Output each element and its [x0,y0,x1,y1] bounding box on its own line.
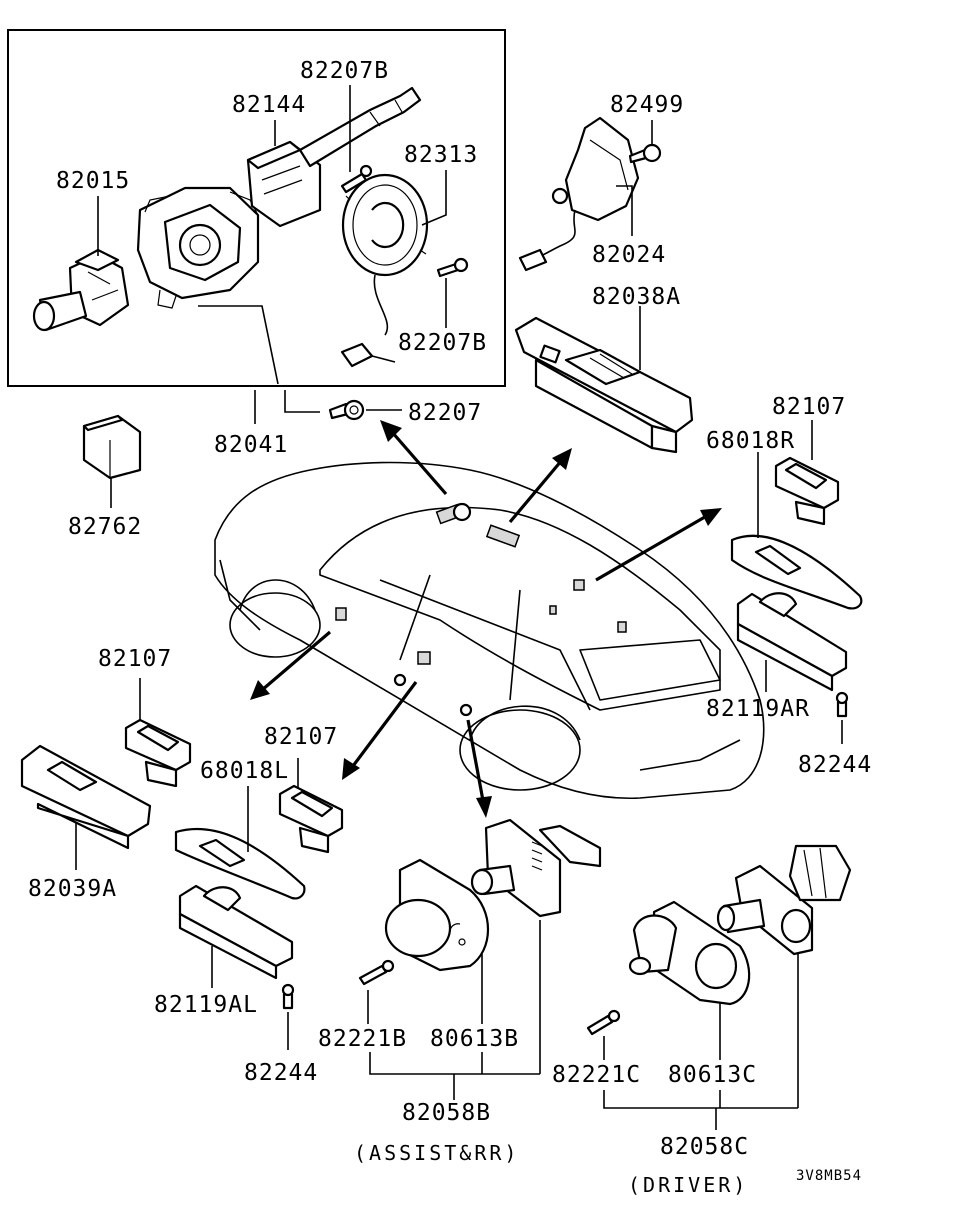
label-82041: 82041 [214,432,288,458]
label-82762: 82762 [68,514,142,540]
clock-spring-body-drawing [136,186,260,309]
label-82207B-mid: 82207B [398,330,487,356]
label-80613B: 80613B [430,1026,519,1052]
front-left-switch-drawing [124,718,192,788]
screw-82207B-top-drawing [340,164,373,194]
label-82119AL: 82119AL [154,992,258,1018]
label-82015: 82015 [56,168,130,194]
label-assist-rr: (ASSIST&RR) [354,1141,519,1165]
location-arrows [250,420,722,818]
rear-left-panel-drawing [174,827,306,900]
label-82058B: 82058B [402,1100,491,1126]
screw-82221C-drawing [586,1009,621,1036]
label-82107-mid: 82107 [264,724,338,750]
inset-frame [7,29,506,387]
rear-right-switch-base-drawing [736,592,848,692]
label-82024: 82024 [592,242,666,268]
label-82107-left: 82107 [98,646,172,672]
label-82313: 82313 [404,142,478,168]
label-82144: 82144 [232,92,306,118]
column-switch-inset [7,29,506,387]
car-body-drawing [214,461,765,800]
screw-82499-drawing [628,143,662,164]
label-driver: (DRIVER) [628,1173,748,1197]
door-switch-b-drawing [384,818,602,972]
label-82221B: 82221B [318,1026,407,1052]
front-left-panel-drawing [20,744,152,850]
label-82039A: 82039A [28,876,117,902]
diagram-code: 3V8MB54 [796,1168,862,1184]
screw-82221B-drawing [358,959,395,986]
screw-82244-right-drawing [835,691,849,718]
nut-82207-drawing [328,399,365,421]
label-68018L: 68018L [200,758,289,784]
label-82244-left: 82244 [244,1060,318,1086]
label-82058C: 82058C [660,1134,749,1160]
rear-left-switch-base-drawing [178,884,294,980]
label-82119AR: 82119AR [706,696,810,722]
label-68018R: 68018R [706,428,795,454]
part-labels: 82207B 82144 82015 82313 82207B 82041 82… [28,58,872,1197]
label-82038A: 82038A [592,284,681,310]
label-82221C: 82221C [552,1062,641,1088]
wiper-switch-drawing [246,86,422,228]
label-82244-right: 82244 [798,752,872,778]
label-82207: 82207 [408,400,482,426]
door-switch-c-drawing [628,844,852,1006]
rear-right-panel-drawing [730,534,863,610]
rear-right-switch-drawing [774,456,840,526]
spiral-cable-drawing [340,173,429,368]
label-80613C: 80613C [668,1062,757,1088]
label-82207B-top: 82207B [300,58,389,84]
switch-82024-drawing [518,116,640,272]
screw-82244-left-drawing [281,983,295,1010]
screw-82207B-mid-drawing [436,257,469,278]
rear-left-switch-drawing [278,784,344,854]
label-82107-right: 82107 [772,394,846,420]
lighting-switch-drawing [32,248,130,332]
master-window-switch-drawing [514,316,694,454]
label-82499: 82499 [610,92,684,118]
relay-82762-drawing [82,414,142,480]
